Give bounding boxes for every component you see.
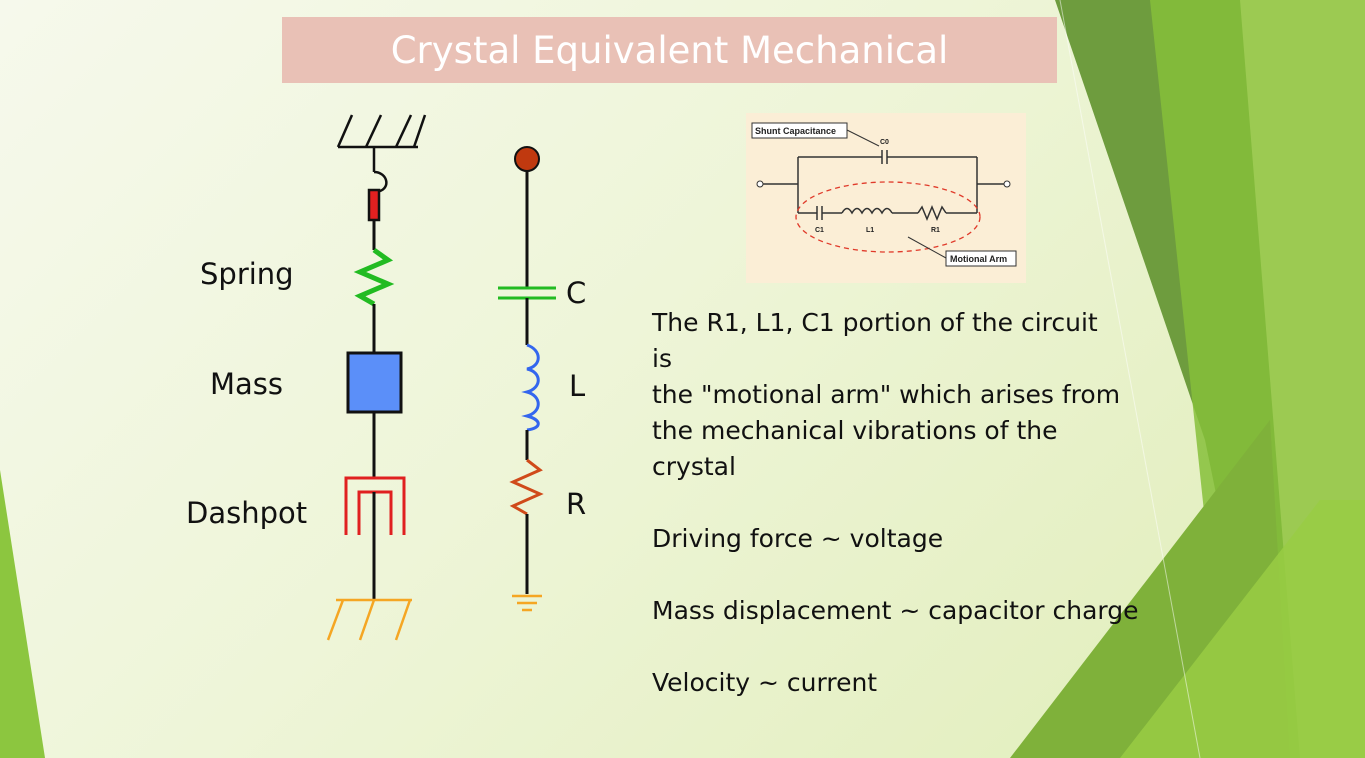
- explanation-text: The R1, L1, C1 portion of the circuit is…: [652, 305, 1172, 701]
- dashpot-label: Dashpot: [186, 496, 307, 530]
- resistor-symbol: [509, 458, 544, 516]
- spring-symbol: [353, 247, 395, 307]
- text-line: the mechanical vibrations of the: [652, 416, 1058, 445]
- ground-symbol: [512, 594, 542, 612]
- c0-label: C0: [880, 139, 889, 146]
- resistor-label: R: [566, 487, 586, 521]
- c1-label: C1: [815, 227, 824, 234]
- capacitor-label: C: [566, 276, 586, 310]
- inductor-symbol: [521, 343, 540, 432]
- text-line: crystal: [652, 452, 736, 481]
- l1-label: L1: [866, 227, 874, 234]
- shunt-capacitance-label: Shunt Capacitance: [755, 126, 836, 136]
- inductor-label: L: [569, 369, 585, 403]
- capacitor-symbol: [498, 286, 556, 300]
- ground-anchor: [326, 598, 412, 641]
- motional-arm-outline: [795, 181, 981, 253]
- text-line: Driving force ~ voltage: [652, 524, 944, 553]
- ceiling-anchor: [336, 114, 427, 194]
- mass-block: [346, 351, 403, 414]
- crystal-circuit-figure: Shunt Capacitance C0 C1 L1 R1: [751, 122, 1017, 267]
- r1-label: R1: [931, 227, 940, 234]
- spring-label: Spring: [200, 257, 294, 291]
- text-line: is: [652, 344, 672, 373]
- hook-clip: [367, 188, 381, 222]
- motional-arm-label: Motional Arm: [950, 254, 1007, 264]
- crystal-circuit-inset: Shunt Capacitance C0 C1 L1 R1: [746, 113, 1026, 283]
- mass-label: Mass: [210, 367, 283, 401]
- title-bar: Crystal Equivalent Mechanical: [282, 17, 1057, 83]
- text-line: The R1, L1, C1 portion of the circuit: [652, 308, 1098, 337]
- terminal-node: [514, 146, 540, 172]
- text-line: Velocity ~ current: [652, 668, 878, 697]
- text-line: Mass displacement ~ capacitor charge: [652, 596, 1139, 625]
- slide-title: Crystal Equivalent Mechanical: [390, 28, 949, 72]
- text-line: the "motional arm" which arises from: [652, 380, 1121, 409]
